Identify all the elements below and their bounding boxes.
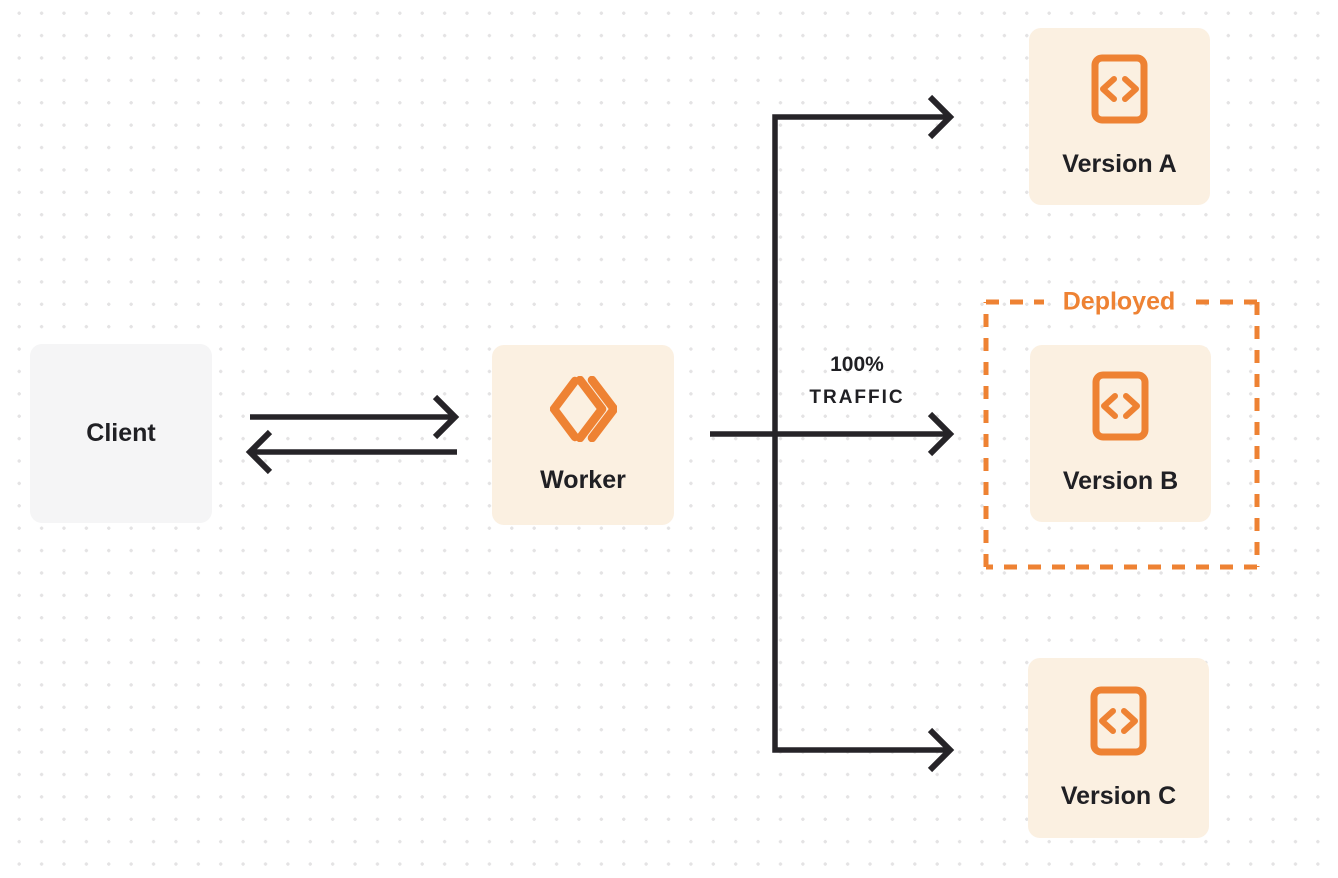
- worker-node: Worker: [492, 345, 674, 525]
- version-b-node: Version B: [1030, 345, 1211, 522]
- version-c-node-label: Version C: [1060, 781, 1177, 810]
- edge-client-to-worker: [250, 394, 460, 440]
- edge-worker-to-client: [245, 429, 457, 475]
- deployed-group-label: Deployed: [1062, 287, 1176, 316]
- client-node: Client: [30, 344, 212, 523]
- traffic-edge-label: 100% TRAFFIC: [809, 353, 904, 409]
- client-node-label: Client: [86, 419, 156, 447]
- edge-branch-to-version-a-and-c: [772, 94, 955, 773]
- worker-node-label: Worker: [540, 465, 626, 494]
- version-b-node-label: Version B: [1062, 467, 1179, 495]
- edge-worker-to-version-b: [710, 411, 955, 457]
- version-a-node-label: Version A: [1062, 150, 1177, 178]
- version-a-node: Version A: [1029, 28, 1210, 205]
- cloudflare-workers-logo-icon: [549, 375, 617, 442]
- traffic-word-text: TRAFFIC: [809, 387, 905, 408]
- code-file-icon: [1092, 371, 1149, 441]
- code-file-icon: [1091, 54, 1148, 124]
- version-c-node: Version C: [1028, 658, 1209, 838]
- traffic-percent-text: 100%: [830, 353, 884, 376]
- code-file-icon: [1090, 686, 1147, 756]
